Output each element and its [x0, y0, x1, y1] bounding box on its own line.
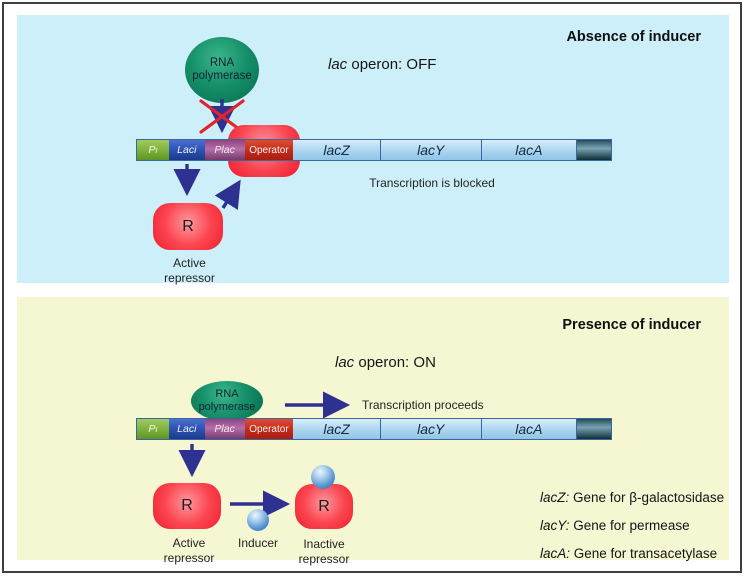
active-repressor-shape: R [153, 203, 223, 250]
inactive-repressor-shape: R [295, 484, 353, 529]
rna-polymerase-label-line2: polymerase [198, 401, 256, 413]
rna-polymerase-label-line1: RNA [215, 388, 239, 401]
laca-gene-segment: lacA [480, 419, 577, 439]
inducer-molecule [247, 509, 269, 531]
gene-legend: lacZ: Gene for β-galactosidase lacY: Gen… [540, 484, 724, 568]
rna-polymerase: RNA polymerase [185, 37, 259, 103]
operon-status-text: operon: OFF [347, 56, 437, 73]
repressor-letter: R [182, 217, 194, 235]
rna-polymerase-label-line2: polymerase [192, 70, 252, 82]
operon-status-text: operon: ON [354, 354, 436, 371]
operon-status-off: lac operon: OFF [328, 56, 436, 73]
plac-promoter-segment: Plac [204, 419, 245, 439]
operator-segment: Operator [244, 419, 294, 439]
inactive-repressor-label: Inactive repressor [298, 537, 350, 566]
promoter-pi-label: P [148, 144, 156, 156]
plac-promoter-segment: Plac [204, 140, 245, 160]
inducer-bound-to-repressor [311, 465, 335, 489]
gene-name-italic: lac [328, 56, 348, 73]
legend-lacz: lacZ: Gene for β-galactosidase [540, 490, 725, 505]
arrows-overlay-presence [178, 391, 351, 518]
laci-gene-segment: Laci [168, 140, 205, 160]
transcription-proceeds-note: Transcription proceeds [362, 398, 484, 412]
dna-end-cap [576, 419, 611, 439]
laca-gene-segment: lacA [480, 140, 577, 160]
rna-polymerase-label-line1: RNA [209, 56, 235, 69]
legend-laca: lacA: Gene for transacetylase [540, 546, 718, 561]
rna-polymerase: RNA polymerase [191, 381, 263, 421]
gene-name-italic: lac [335, 354, 355, 371]
lacy-gene-segment: lacY [379, 419, 481, 439]
panel-presence-of-inducer: Presence of inducer lac operon: ON RNA p… [17, 297, 729, 566]
promoter-pi-label: P [148, 423, 156, 435]
operator-segment: Operator [244, 140, 294, 160]
promoter-pi-subscript: I [155, 145, 158, 155]
panel-absence-of-inducer: Absence of inducer lac operon: OFF RNA p… [17, 15, 729, 285]
active-repressor-shape: R [153, 483, 221, 529]
repressor-letter: R [318, 497, 330, 515]
laci-gene-segment: Laci [168, 419, 205, 439]
active-repressor-label: Active repressor [164, 256, 215, 285]
lacz-gene-segment: lacZ [293, 140, 380, 160]
transcription-blocked-note: Transcription is blocked [369, 176, 495, 190]
repressor-letter: R [181, 497, 193, 514]
panel-heading-presence: Presence of inducer [562, 317, 701, 333]
lacz-gene-segment: lacZ [293, 419, 380, 439]
panel-heading-absence: Absence of inducer [566, 29, 701, 45]
legend-lacy: lacY: Gene for permease [540, 518, 690, 533]
dna-end-cap [576, 140, 611, 160]
active-repressor-label: Active repressor [163, 536, 215, 565]
repressor-to-operator-arrow [214, 179, 241, 210]
lacy-gene-segment: lacY [379, 140, 481, 160]
operon-status-on: lac operon: ON [335, 354, 436, 371]
inducer-label: Inducer [237, 536, 279, 550]
promoter-pi-subscript: I [155, 424, 158, 434]
